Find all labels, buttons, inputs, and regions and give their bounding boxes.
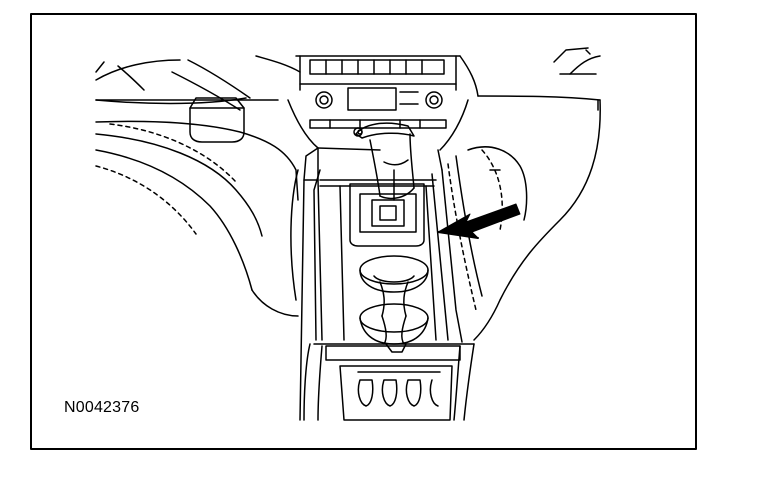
figure-id-label: N0042376 bbox=[64, 399, 140, 416]
console-storage-icon bbox=[303, 343, 475, 421]
shift-boot-icon bbox=[349, 183, 425, 247]
dashboard-icon bbox=[95, 47, 601, 143]
console-body-icon bbox=[299, 147, 463, 421]
left-seat-icon bbox=[95, 120, 299, 317]
gear-shift-lever-icon bbox=[355, 122, 415, 201]
steering-wheel-icon bbox=[95, 59, 251, 111]
figure-border bbox=[30, 13, 697, 450]
radio-panel-icon bbox=[287, 55, 469, 151]
cup-holder-icon bbox=[359, 255, 429, 353]
indicator-arrow-icon bbox=[437, 203, 521, 239]
